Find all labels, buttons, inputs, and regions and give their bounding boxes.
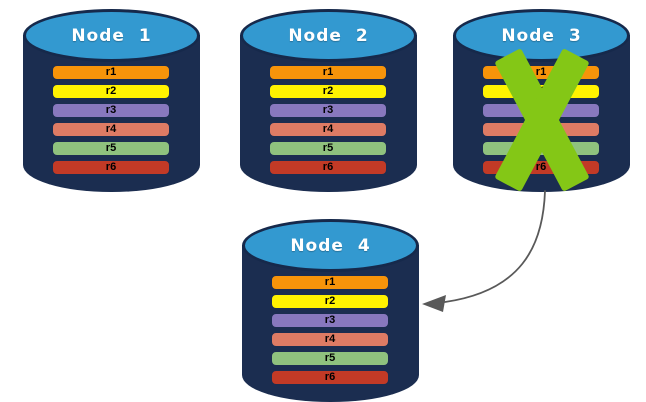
replica-label: r4	[322, 123, 334, 135]
replica-label: r3	[324, 314, 336, 326]
node-4-cylinder-top: Node 4	[242, 219, 419, 272]
node-1-cylinder-top: Node 1	[23, 9, 200, 62]
replica-bar-r1: r1	[271, 275, 389, 290]
node-3-title: Node 3	[501, 25, 582, 46]
node-3-cylinder-top: Node 3	[453, 9, 630, 62]
node-2-replica-list: r1 r2 r3 r4 r5 r6	[269, 65, 387, 179]
replica-bar-r3: r3	[269, 103, 387, 118]
replica-label: r1	[322, 66, 334, 78]
node-1-replica-list: r1 r2 r3 r4 r5 r6	[52, 65, 170, 179]
replica-label: r5	[105, 142, 117, 154]
replica-label: r4	[105, 123, 117, 135]
replica-bar-r4: r4	[271, 332, 389, 347]
replica-bar-r6: r6	[271, 370, 389, 385]
replica-bar-r4: r4	[269, 122, 387, 137]
node-3: Node 3 r1 r2 r3 r4 r5 r6	[453, 9, 630, 192]
replica-bar-r3: r3	[52, 103, 170, 118]
replica-label: r3	[105, 104, 117, 116]
replica-label: r3	[322, 104, 334, 116]
node-4: Node 4 r1 r2 r3 r4 r5 r6	[242, 219, 419, 402]
node-2-title: Node 2	[288, 25, 369, 46]
replica-bar-r5: r5	[52, 141, 170, 156]
replica-label: r6	[324, 371, 336, 383]
node-1: Node 1 r1 r2 r3 r4 r5 r6	[23, 9, 200, 192]
replica-label: r6	[105, 161, 117, 173]
node-1-title: Node 1	[71, 25, 152, 46]
replica-bar-r1: r1	[269, 65, 387, 80]
failover-arrow-line	[444, 190, 546, 303]
node-4-title: Node 4	[290, 235, 371, 256]
failover-arrowhead-icon	[422, 295, 446, 312]
replica-bar-r4: r4	[52, 122, 170, 137]
replica-label: r2	[105, 85, 117, 97]
replica-label: r4	[324, 333, 336, 345]
replica-label: r5	[324, 352, 336, 364]
node-2: Node 2 r1 r2 r3 r4 r5 r6	[240, 9, 417, 192]
failure-x-icon	[493, 48, 590, 192]
node-2-cylinder-top: Node 2	[240, 9, 417, 62]
node-4-replica-list: r1 r2 r3 r4 r5 r6	[271, 275, 389, 389]
replica-bar-r5: r5	[271, 351, 389, 366]
replica-label: r5	[322, 142, 334, 154]
replica-label: r1	[324, 276, 336, 288]
replica-bar-r2: r2	[52, 84, 170, 99]
replica-label: r1	[105, 66, 117, 78]
replica-bar-r2: r2	[269, 84, 387, 99]
replica-bar-r6: r6	[269, 160, 387, 175]
replica-label: r6	[322, 161, 334, 173]
replica-label: r6	[535, 161, 547, 173]
replica-bar-r6: r6	[52, 160, 170, 175]
replica-bar-r2: r2	[271, 294, 389, 309]
replica-label: r1	[535, 66, 547, 78]
replica-bar-r3: r3	[271, 313, 389, 328]
replica-label: r2	[322, 85, 334, 97]
replica-bar-r1: r1	[52, 65, 170, 80]
replica-label: r2	[324, 295, 336, 307]
replica-bar-r5: r5	[269, 141, 387, 156]
